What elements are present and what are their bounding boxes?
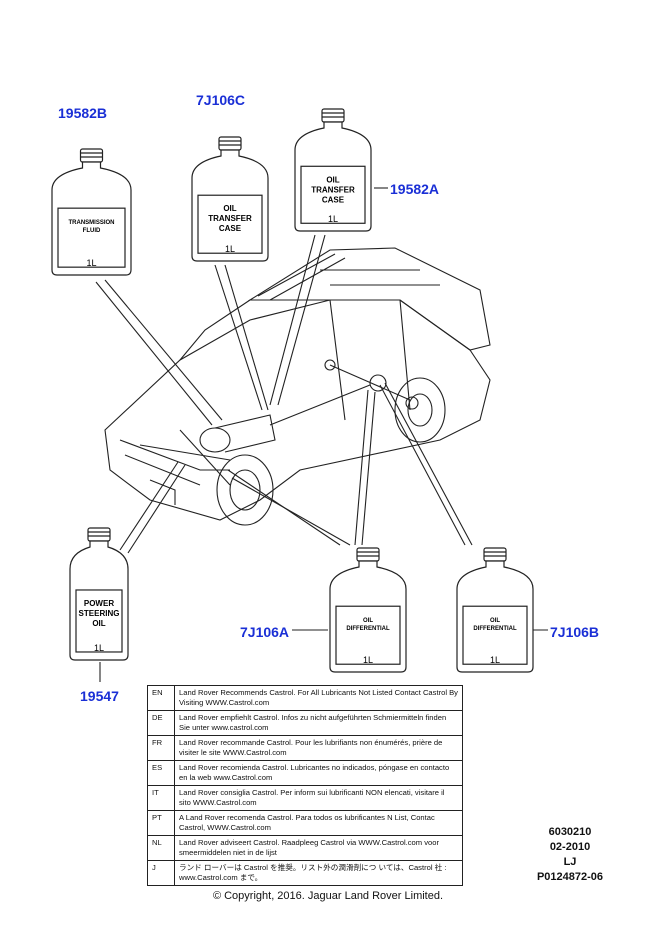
bottle-cap [483, 547, 507, 562]
bottle-label [335, 605, 401, 665]
vehicle-outline [104, 247, 491, 526]
bottle-cap [79, 148, 104, 163]
bottle-cap [321, 108, 345, 123]
bottle-volume: 1L [94, 643, 104, 653]
language-code: EN [147, 685, 175, 711]
language-text: Land Rover consiglia Castrol. Per inform… [174, 785, 463, 811]
bottle-volume: 1L [225, 244, 235, 254]
bottle-label-text: TRANSMISSION [68, 220, 114, 226]
bottle-label-text: CASE [219, 224, 242, 233]
part-number-7J106B[interactable]: 7J106B [550, 624, 600, 640]
leader-lines [95, 187, 548, 682]
copyright: © Copyright, 2016. Jaguar Land Rover Lim… [212, 890, 444, 902]
language-code: FR [147, 735, 175, 761]
bottle-label-text: OIL [363, 618, 373, 624]
transmission-fluid-bottle[interactable]: TRANSMISSION FLUID 1L [50, 148, 133, 276]
language-code: PT [147, 810, 175, 836]
bottle-cap [218, 136, 242, 151]
bottle-label-text: DIFFERENTIAL [473, 626, 517, 632]
bottle-label [197, 194, 263, 254]
language-code: ES [147, 760, 175, 786]
bottle-label [462, 605, 528, 665]
bottle-label-text: TRANSFER [208, 214, 252, 223]
part-number-19547[interactable]: 19547 [80, 688, 119, 704]
language-text: Land Rover Recommends Castrol. For All L… [174, 685, 463, 711]
part-number-7J106A[interactable]: 7J106A [240, 624, 290, 640]
bottle-label-text: FLUID [83, 228, 101, 234]
language-code: NL [147, 835, 175, 861]
bottle-label-text: TRANSFER [311, 185, 355, 194]
differential-oil-bottle-front[interactable]: OIL DIFFERENTIAL 1L [328, 547, 408, 673]
bottle-label-text: CASE [322, 195, 345, 204]
bottle-label [57, 207, 126, 268]
part-number-7J106C[interactable]: 7J106C [196, 92, 246, 108]
bottle-label-text: OIL [326, 175, 339, 184]
bottle-label [300, 165, 366, 224]
language-code: IT [147, 785, 175, 811]
language-text: Land Rover recommande Castrol. Pour les … [174, 735, 463, 761]
bottle-label-text: OIL [490, 618, 500, 624]
differential-oil-bottle-rear[interactable]: OIL DIFFERENTIAL 1L [455, 547, 535, 673]
part-number-19582A[interactable]: 19582A [390, 181, 440, 197]
reference-code: 6030210 [548, 826, 592, 838]
language-text: ランド ローバーは Castrol を推奨。リスト外の潤滑剤につ いては、Cas… [174, 860, 463, 886]
bottle-cap [87, 527, 111, 542]
reference-date: 02-2010 [549, 841, 591, 853]
language-code: DE [147, 710, 175, 736]
language-text: Land Rover empfiehlt Castrol. Infos zu n… [174, 710, 463, 736]
bottle-label-text: OIL [223, 204, 236, 213]
bottle-volume: 1L [363, 655, 373, 665]
bottle-label [75, 589, 123, 653]
bottle-label-text: OIL [92, 619, 105, 628]
language-code: J [147, 860, 175, 886]
bottle-volume: 1L [328, 214, 338, 224]
part-number-19582B[interactable]: 19582B [58, 105, 108, 121]
bottle-volume: 1L [490, 655, 500, 665]
language-text: A Land Rover recomenda Castrol. Para tod… [174, 810, 463, 836]
bottle-volume: 1L [86, 258, 96, 268]
bottle-label-text: DIFFERENTIAL [346, 626, 390, 632]
language-text: Land Rover recomienda Castrol. Lubricant… [174, 760, 463, 786]
bottle-label-text: STEERING [79, 609, 120, 618]
reference-initials: LJ [563, 856, 577, 868]
language-text: Land Rover adviseert Castrol. Raadpleeg … [174, 835, 463, 861]
illustration-number: P0124872-06 [536, 871, 604, 883]
bottle-cap [356, 547, 380, 562]
bottle-label-text: POWER [84, 599, 114, 608]
